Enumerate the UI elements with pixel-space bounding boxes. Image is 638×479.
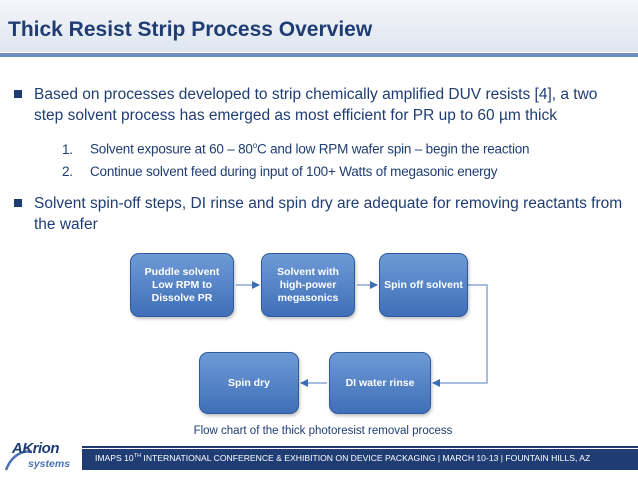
logo-swoosh-icon (4, 450, 33, 471)
footer-text: IMAPS 10TH INTERNATIONAL CONFERENCE & EX… (95, 453, 590, 463)
flow-step-puddle-solvent: Puddle solvent Low RPM to Dissolve PR (130, 253, 234, 317)
arrow-3-to-4 (432, 284, 488, 387)
step-1-text-a: Solvent exposure at 60 – 80 (90, 141, 253, 157)
footer-rule (82, 446, 638, 448)
flow-step-di-rinse: DI water rinse (329, 352, 431, 414)
flow-step-megasonics: Solvent with high-power megasonics (261, 253, 355, 317)
step-1-text-b: C and low RPM wafer spin – begin the rea… (256, 141, 530, 157)
box-line: Puddle solvent (144, 265, 220, 278)
logo-wordmark: AKrion (12, 440, 60, 457)
footer-suffix: INTERNATIONAL CONFERENCE & EXHIBITION ON… (141, 453, 591, 463)
flow-step-spin-off: Spin off solvent (379, 253, 468, 317)
numbered-step-1: 1. Solvent exposure at 60 – 80oC and low … (62, 141, 622, 157)
title-band (0, 0, 638, 52)
bullet-1-text: Based on processes developed to strip ch… (34, 86, 598, 124)
bullet-1: Based on processes developed to strip ch… (14, 84, 629, 126)
bullet-2-text: Solvent spin-off steps, DI rinse and spi… (34, 195, 623, 233)
box-line: Low RPM to (151, 278, 213, 291)
bullet-square-icon (14, 90, 22, 98)
footer-prefix: IMAPS 10 (95, 453, 134, 463)
bullet-square-icon (14, 199, 22, 207)
box-line: Solvent with (277, 265, 339, 278)
box-line: Spin off solvent (384, 278, 463, 291)
numbered-step-2: 2. Continue solvent feed during input of … (62, 164, 622, 179)
step-1-degree: o (252, 141, 257, 150)
bullet-2: Solvent spin-off steps, DI rinse and spi… (14, 193, 629, 235)
box-line: Spin dry (227, 376, 270, 389)
box-line: megasonics (277, 291, 339, 304)
akrion-logo: AKrion systems (4, 440, 78, 476)
flowchart-caption: Flow chart of the thick photoresist remo… (193, 425, 453, 437)
footer-sup: TH (133, 453, 142, 460)
step-number: 2. (62, 164, 73, 179)
box-line: high-power (279, 278, 337, 291)
flow-step-spin-dry: Spin dry (199, 352, 299, 414)
footer-band (82, 449, 638, 470)
box-line: Dissolve PR (151, 291, 213, 304)
logo-subtitle: systems (28, 458, 71, 470)
step-2-text: Continue solvent feed during input of 10… (90, 164, 498, 179)
title-divider (0, 53, 638, 57)
step-number: 1. (62, 141, 73, 157)
slide-title: Thick Resist Strip Process Overview (8, 18, 373, 41)
box-line: DI water rinse (345, 376, 415, 389)
